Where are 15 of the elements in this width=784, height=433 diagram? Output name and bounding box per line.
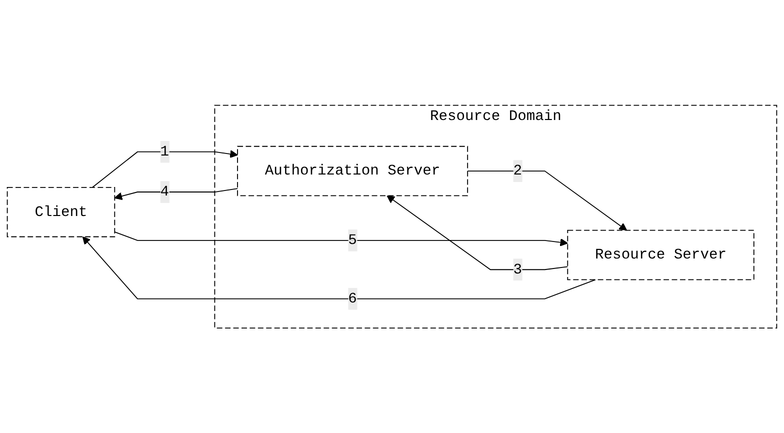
- node-box: Client: [6, 186, 116, 238]
- arrow: [114, 231, 568, 246]
- node-box: Authorization Server: [237, 146, 468, 196]
- node-box: Resource Server: [567, 230, 754, 280]
- edge-label: 5: [348, 232, 357, 248]
- arrow: [92, 150, 238, 188]
- arrow: [114, 188, 238, 200]
- edge-label: 1: [160, 143, 170, 160]
- edge-label: 4: [160, 184, 170, 200]
- arrow: [82, 236, 596, 300]
- arrow: [467, 170, 628, 231]
- edge-label: 2: [513, 162, 522, 180]
- edge-label: 6: [348, 290, 357, 307]
- edge-label: 3: [513, 261, 522, 278]
- arrow: [386, 195, 568, 270]
